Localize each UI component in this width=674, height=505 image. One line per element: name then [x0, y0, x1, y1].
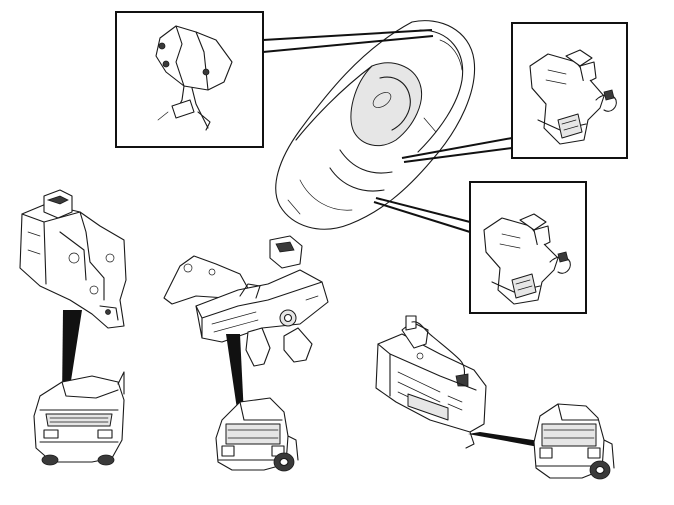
car-rear-view	[215, 334, 299, 472]
door-lock-front-callout	[401, 22, 628, 163]
hood-lock-callout	[115, 11, 434, 148]
door-lock-rear-callout	[373, 181, 587, 314]
car-top-view	[275, 20, 476, 230]
tailgate-lock-motor-assembly	[375, 315, 487, 449]
tailgate-lock-assembly	[163, 235, 329, 367]
bonnet-latch-assembly	[19, 189, 127, 329]
door-lock-front-detail	[529, 49, 617, 145]
car-front-view	[33, 310, 125, 466]
door-lock-rear-detail	[483, 213, 571, 305]
hood-lock-detail	[155, 25, 233, 131]
car-rear-view-right	[468, 403, 615, 480]
